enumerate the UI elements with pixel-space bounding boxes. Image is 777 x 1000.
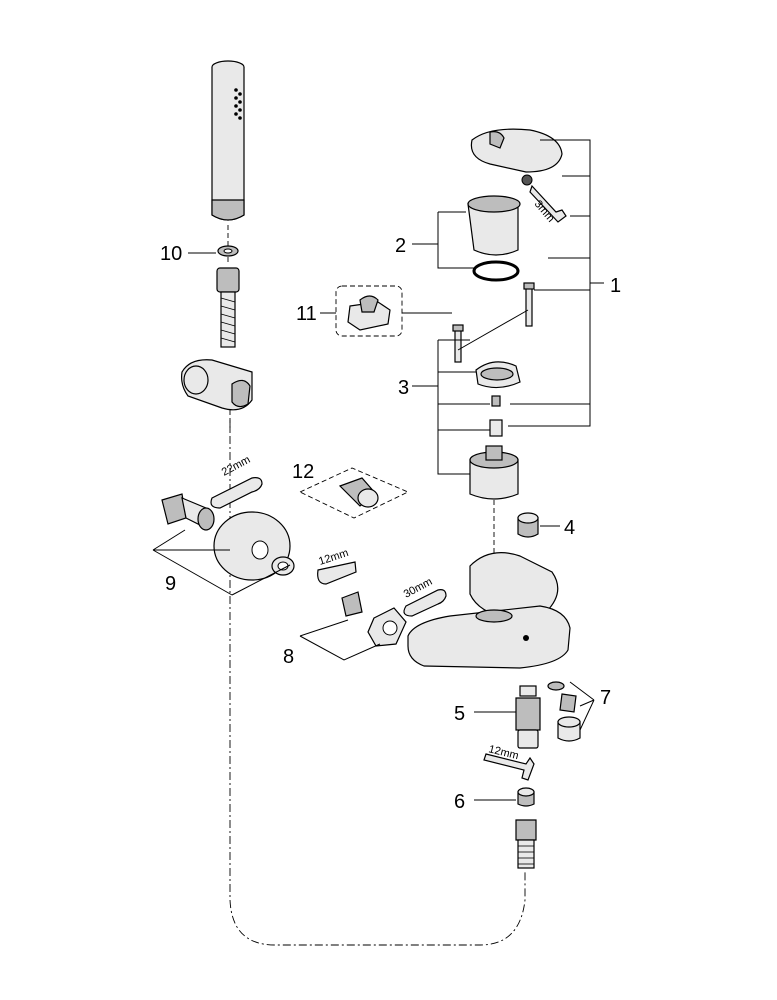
fixing-screws xyxy=(452,282,535,363)
callout-10: 10 xyxy=(160,243,182,265)
callout-8: 8 xyxy=(283,646,294,668)
callout-1: 1 xyxy=(610,275,621,297)
part-7-aerator xyxy=(547,681,581,742)
hose-connector xyxy=(515,819,537,869)
wrench-30mm-tool xyxy=(403,589,447,617)
callout-2: 2 xyxy=(395,235,406,257)
callout-4: 4 xyxy=(564,517,575,539)
part-12-box xyxy=(298,467,410,519)
part-9-wall-connection xyxy=(161,493,295,581)
part-5-valve xyxy=(515,685,541,749)
part-10-washer xyxy=(217,245,239,257)
mixer-handle xyxy=(470,128,563,173)
tool-label-3mm: 3mm xyxy=(532,198,557,224)
part-3-cartridge-set xyxy=(469,361,521,500)
callout-7: 7 xyxy=(600,687,611,709)
tool-label-22mm: 22mm xyxy=(220,454,253,479)
callout-3: 3 xyxy=(398,377,409,399)
mixer-body xyxy=(407,552,571,669)
callout-11: 11 xyxy=(296,303,317,325)
callout-5: 5 xyxy=(454,703,465,725)
part-11-box xyxy=(335,285,403,337)
hex-key-3mm xyxy=(521,174,567,223)
part-2-cover-and-oring xyxy=(467,195,521,282)
part-1-bracket xyxy=(508,139,604,427)
wrench-22mm-tool xyxy=(210,477,263,509)
part-8-nut-set xyxy=(317,561,407,647)
hose-routing-line xyxy=(229,420,526,946)
part-4-cap xyxy=(517,512,539,538)
hand-shower xyxy=(211,60,245,221)
shower-hose xyxy=(216,267,240,348)
hex-key-12mm xyxy=(483,753,535,781)
part-6-insert xyxy=(517,787,535,807)
callout-9: 9 xyxy=(165,573,176,595)
callout-12: 12 xyxy=(292,461,314,483)
wall-holder xyxy=(181,359,253,411)
callout-6: 6 xyxy=(454,791,465,813)
